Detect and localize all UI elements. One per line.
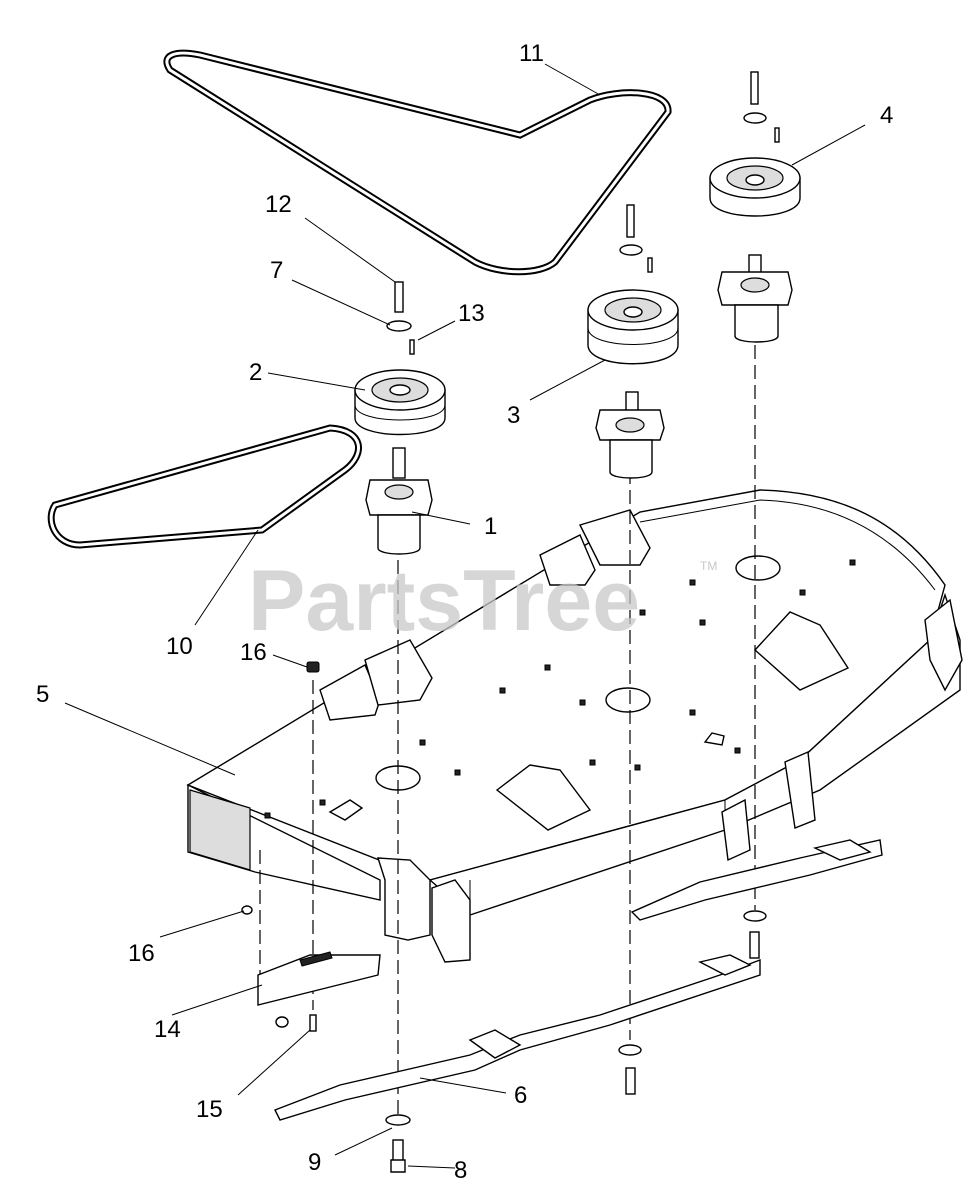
blade-set	[274, 839, 883, 1121]
callout-5: 5	[36, 681, 49, 708]
callout-12: 12	[265, 191, 292, 218]
callout-6: 6	[514, 1082, 527, 1109]
deck-hinge-brackets	[319, 509, 651, 721]
callout-2: 2	[249, 359, 262, 386]
watermark-text: PartsTree	[248, 553, 640, 649]
belt-10	[47, 424, 362, 549]
callout-4: 4	[880, 102, 893, 129]
spindle-assembly-center	[587, 204, 679, 479]
callout-9: 9	[308, 1149, 321, 1176]
callout-8: 8	[454, 1157, 467, 1184]
belt-11	[163, 49, 672, 276]
callout-13: 13	[458, 300, 485, 327]
leader-lines	[64, 63, 866, 1169]
callout-3: 3	[507, 402, 520, 429]
callout-14: 14	[154, 1016, 181, 1043]
callout-16-lower: 16	[128, 940, 155, 967]
callout-15: 15	[196, 1096, 223, 1123]
callout-11: 11	[519, 40, 544, 67]
baffle-14	[257, 951, 381, 1006]
watermark: PartsTree TM	[248, 553, 717, 649]
mower-deck	[186, 489, 963, 963]
callout-7: 7	[270, 257, 283, 284]
hardware	[241, 661, 767, 1173]
callout-1: 1	[484, 513, 497, 540]
callout-10: 10	[166, 633, 193, 660]
spindle-assembly-left	[354, 281, 446, 555]
callout-labels: 1 2 3 4 5 6 7 8 9 10 11 12 13 14 15 16 1…	[36, 40, 893, 1184]
watermark-trademark: TM	[700, 559, 717, 573]
spindle-assembly-right	[709, 71, 801, 343]
callout-16-upper: 16	[240, 639, 267, 666]
